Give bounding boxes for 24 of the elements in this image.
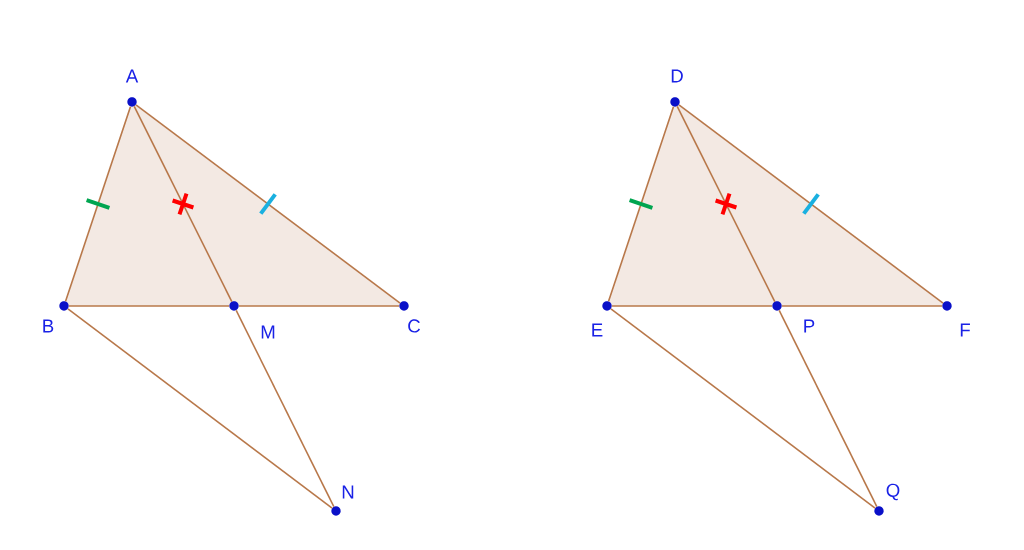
point-label: M [261,325,275,339]
segment [133,105,233,303]
point-label: C [408,319,421,333]
point-label: N [342,485,354,499]
segment [678,104,944,304]
point-label: Q [886,483,900,501]
segment [610,308,876,509]
segment [67,308,333,509]
segment [64,105,132,303]
segment [235,309,335,508]
point-label: D [671,69,683,83]
segment [778,309,878,508]
point-label: B [43,319,54,333]
segment [611,305,773,307]
point-label: E [592,323,603,337]
segment [68,305,230,307]
segment [607,105,675,303]
segment [781,305,943,307]
point-label: A [125,69,139,83]
point-label: P [804,319,815,333]
segment [135,104,401,304]
segment [238,305,400,307]
point-label: F [960,323,970,337]
segment [676,105,776,303]
